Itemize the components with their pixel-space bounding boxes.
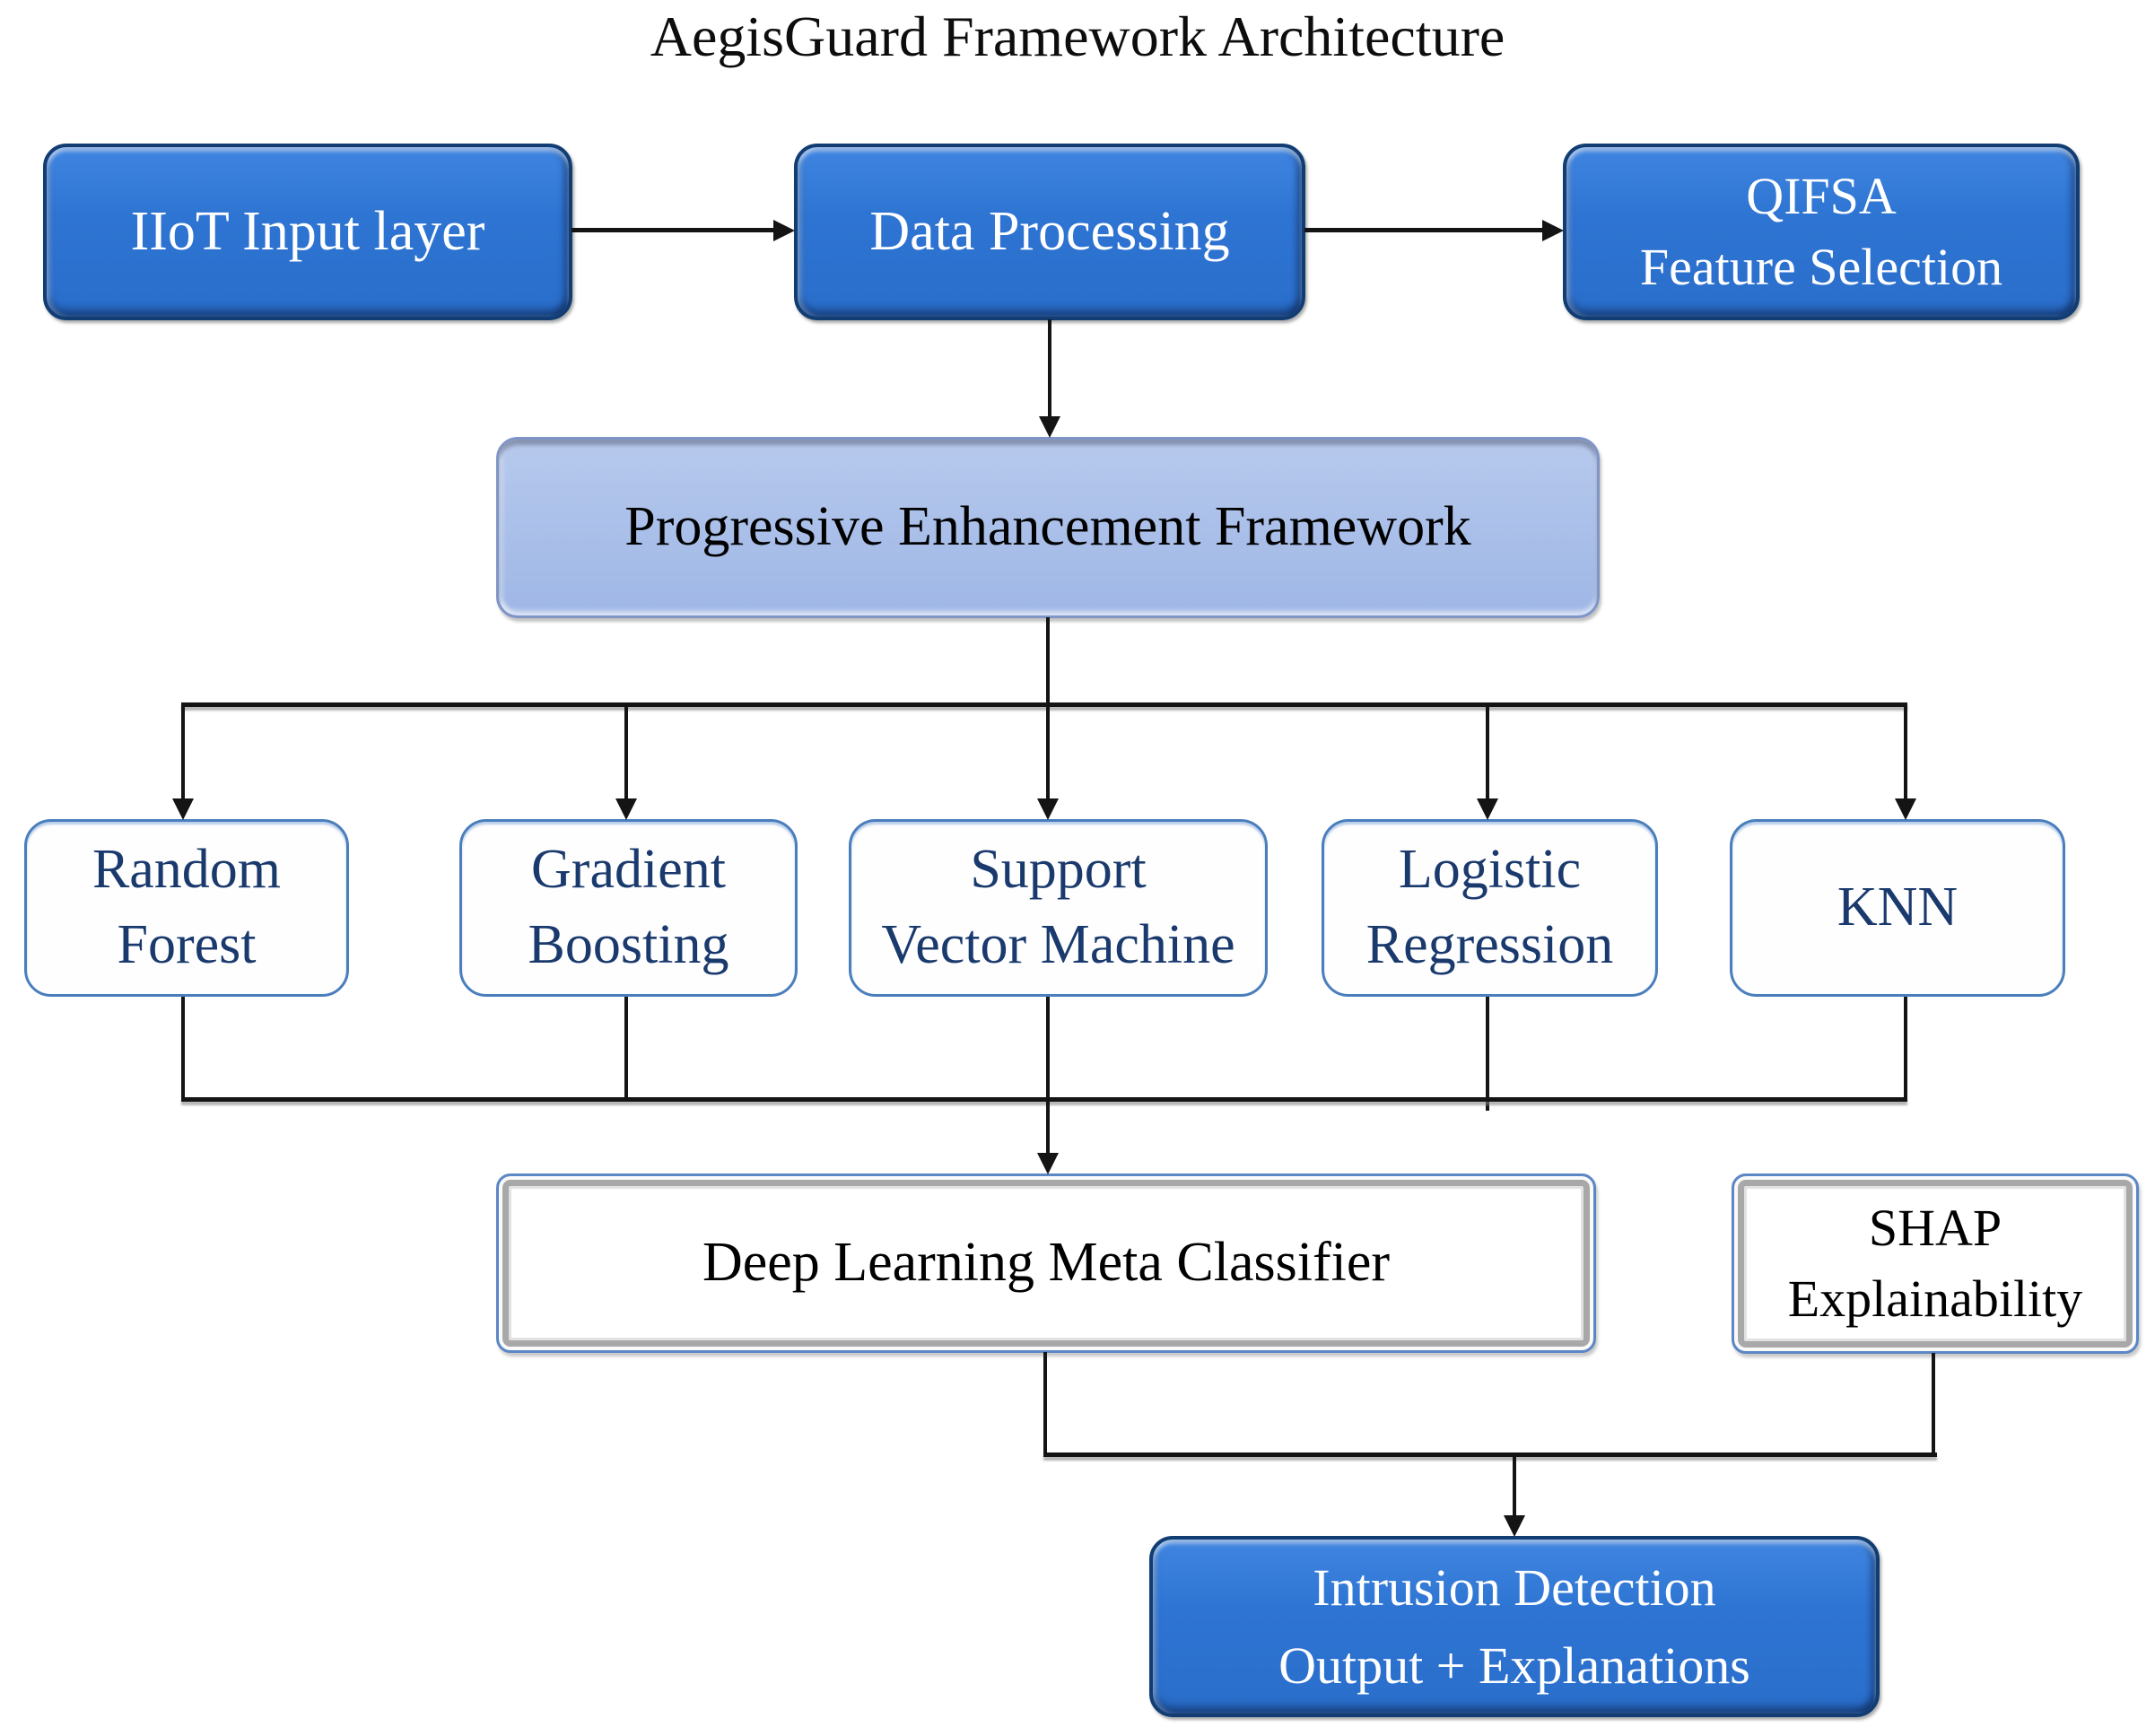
node-iiot-input-layer-label: IIoT Input layer <box>130 200 485 262</box>
node-gradient-boosting: Gradient Boosting <box>459 819 798 997</box>
node-logistic-regression: Logistic Regression <box>1322 819 1658 997</box>
node-deep-learning-meta-classifier: Deep Learning Meta Classifier <box>496 1173 1596 1353</box>
edge-shap-to-outputbus-line <box>1932 1353 1935 1454</box>
edge-bus-to-randomforest-line <box>181 702 185 803</box>
edge-iiot-to-dataprocessing-arrowhead <box>773 220 795 241</box>
edge-svm-to-mergebus-line <box>1046 997 1050 1100</box>
node-knn: KNN <box>1730 819 2065 997</box>
node-shap-explainability-label: SHAP Explainability <box>1787 1199 2083 1328</box>
edge-outputbus-to-output-arrowhead <box>1504 1515 1525 1537</box>
edge-bus-to-knn-line <box>1904 702 1907 803</box>
node-iiot-input-layer: IIoT Input layer <box>43 144 572 320</box>
node-deep-learning-meta-classifier-label: Deep Learning Meta Classifier <box>702 1232 1391 1294</box>
edge-dataprocessing-to-qifsa-line <box>1304 228 1550 232</box>
node-gradient-boosting-label: Gradient Boosting <box>528 839 729 975</box>
edge-bus-to-knn-arrowhead <box>1895 798 1916 820</box>
edge-gradientboosting-to-mergebus-line <box>624 997 628 1100</box>
node-intrusion-detection-output-label: Intrusion Detection Output + Explanation… <box>1278 1558 1750 1695</box>
edge-dataprocessing-to-qifsa-arrowhead <box>1542 220 1564 241</box>
node-progressive-enhancement-framework: Progressive Enhancement Framework <box>496 437 1600 618</box>
edge-iiot-to-dataprocessing-line <box>571 228 782 232</box>
edge-outputbus-to-output-line <box>1513 1457 1516 1518</box>
node-progressive-enhancement-framework-label: Progressive Enhancement Framework <box>624 496 1471 558</box>
distribution-bus <box>181 702 1907 707</box>
node-shap-explainability: SHAP Explainability <box>1732 1173 2139 1354</box>
diagram-title: AegisGuard Framework Architecture <box>650 4 1505 68</box>
node-random-forest-label: Random Forest <box>92 839 282 975</box>
edge-bus-to-logisticregression-arrowhead <box>1477 798 1498 820</box>
output-bus <box>1043 1452 1937 1457</box>
node-knn-label: KNN <box>1837 877 1959 938</box>
edge-logisticregression-to-mergebus-line <box>1486 997 1489 1111</box>
edge-dataprocessing-to-framework-line <box>1048 319 1051 423</box>
edge-metaclassifier-to-outputbus-line <box>1043 1352 1047 1454</box>
node-support-vector-machine-label: Support Vector Machine <box>881 839 1235 975</box>
edge-bus-to-gradientboosting-arrowhead <box>615 798 637 820</box>
edge-randomforest-to-mergebus-line <box>181 997 185 1100</box>
merge-bus <box>181 1097 1907 1102</box>
edge-bus-to-svm-line <box>1046 702 1050 803</box>
node-qifsa-feature-selection-label: QIFSA Feature Selection <box>1639 167 2003 296</box>
edge-mergebus-to-metaclassifier-line <box>1046 1102 1050 1157</box>
node-logistic-regression-label: Logistic Regression <box>1365 839 1614 975</box>
edge-framework-to-bus-line <box>1046 617 1050 706</box>
edge-knn-to-mergebus-line <box>1904 997 1907 1100</box>
edge-dataprocessing-to-framework-arrowhead <box>1039 416 1060 438</box>
node-intrusion-detection-output: Intrusion Detection Output + Explanation… <box>1149 1536 1880 1717</box>
node-qifsa-feature-selection: QIFSA Feature Selection <box>1563 144 2080 320</box>
node-data-processing-label: Data Processing <box>869 200 1230 262</box>
edge-bus-to-svm-arrowhead <box>1037 798 1059 820</box>
node-data-processing: Data Processing <box>794 144 1305 320</box>
node-random-forest: Random Forest <box>24 819 349 997</box>
edge-mergebus-to-metaclassifier-arrowhead <box>1037 1153 1059 1174</box>
edge-bus-to-logisticregression-line <box>1486 702 1489 803</box>
edge-bus-to-gradientboosting-line <box>624 702 628 803</box>
node-support-vector-machine: Support Vector Machine <box>849 819 1268 997</box>
edge-bus-to-randomforest-arrowhead <box>172 798 194 820</box>
